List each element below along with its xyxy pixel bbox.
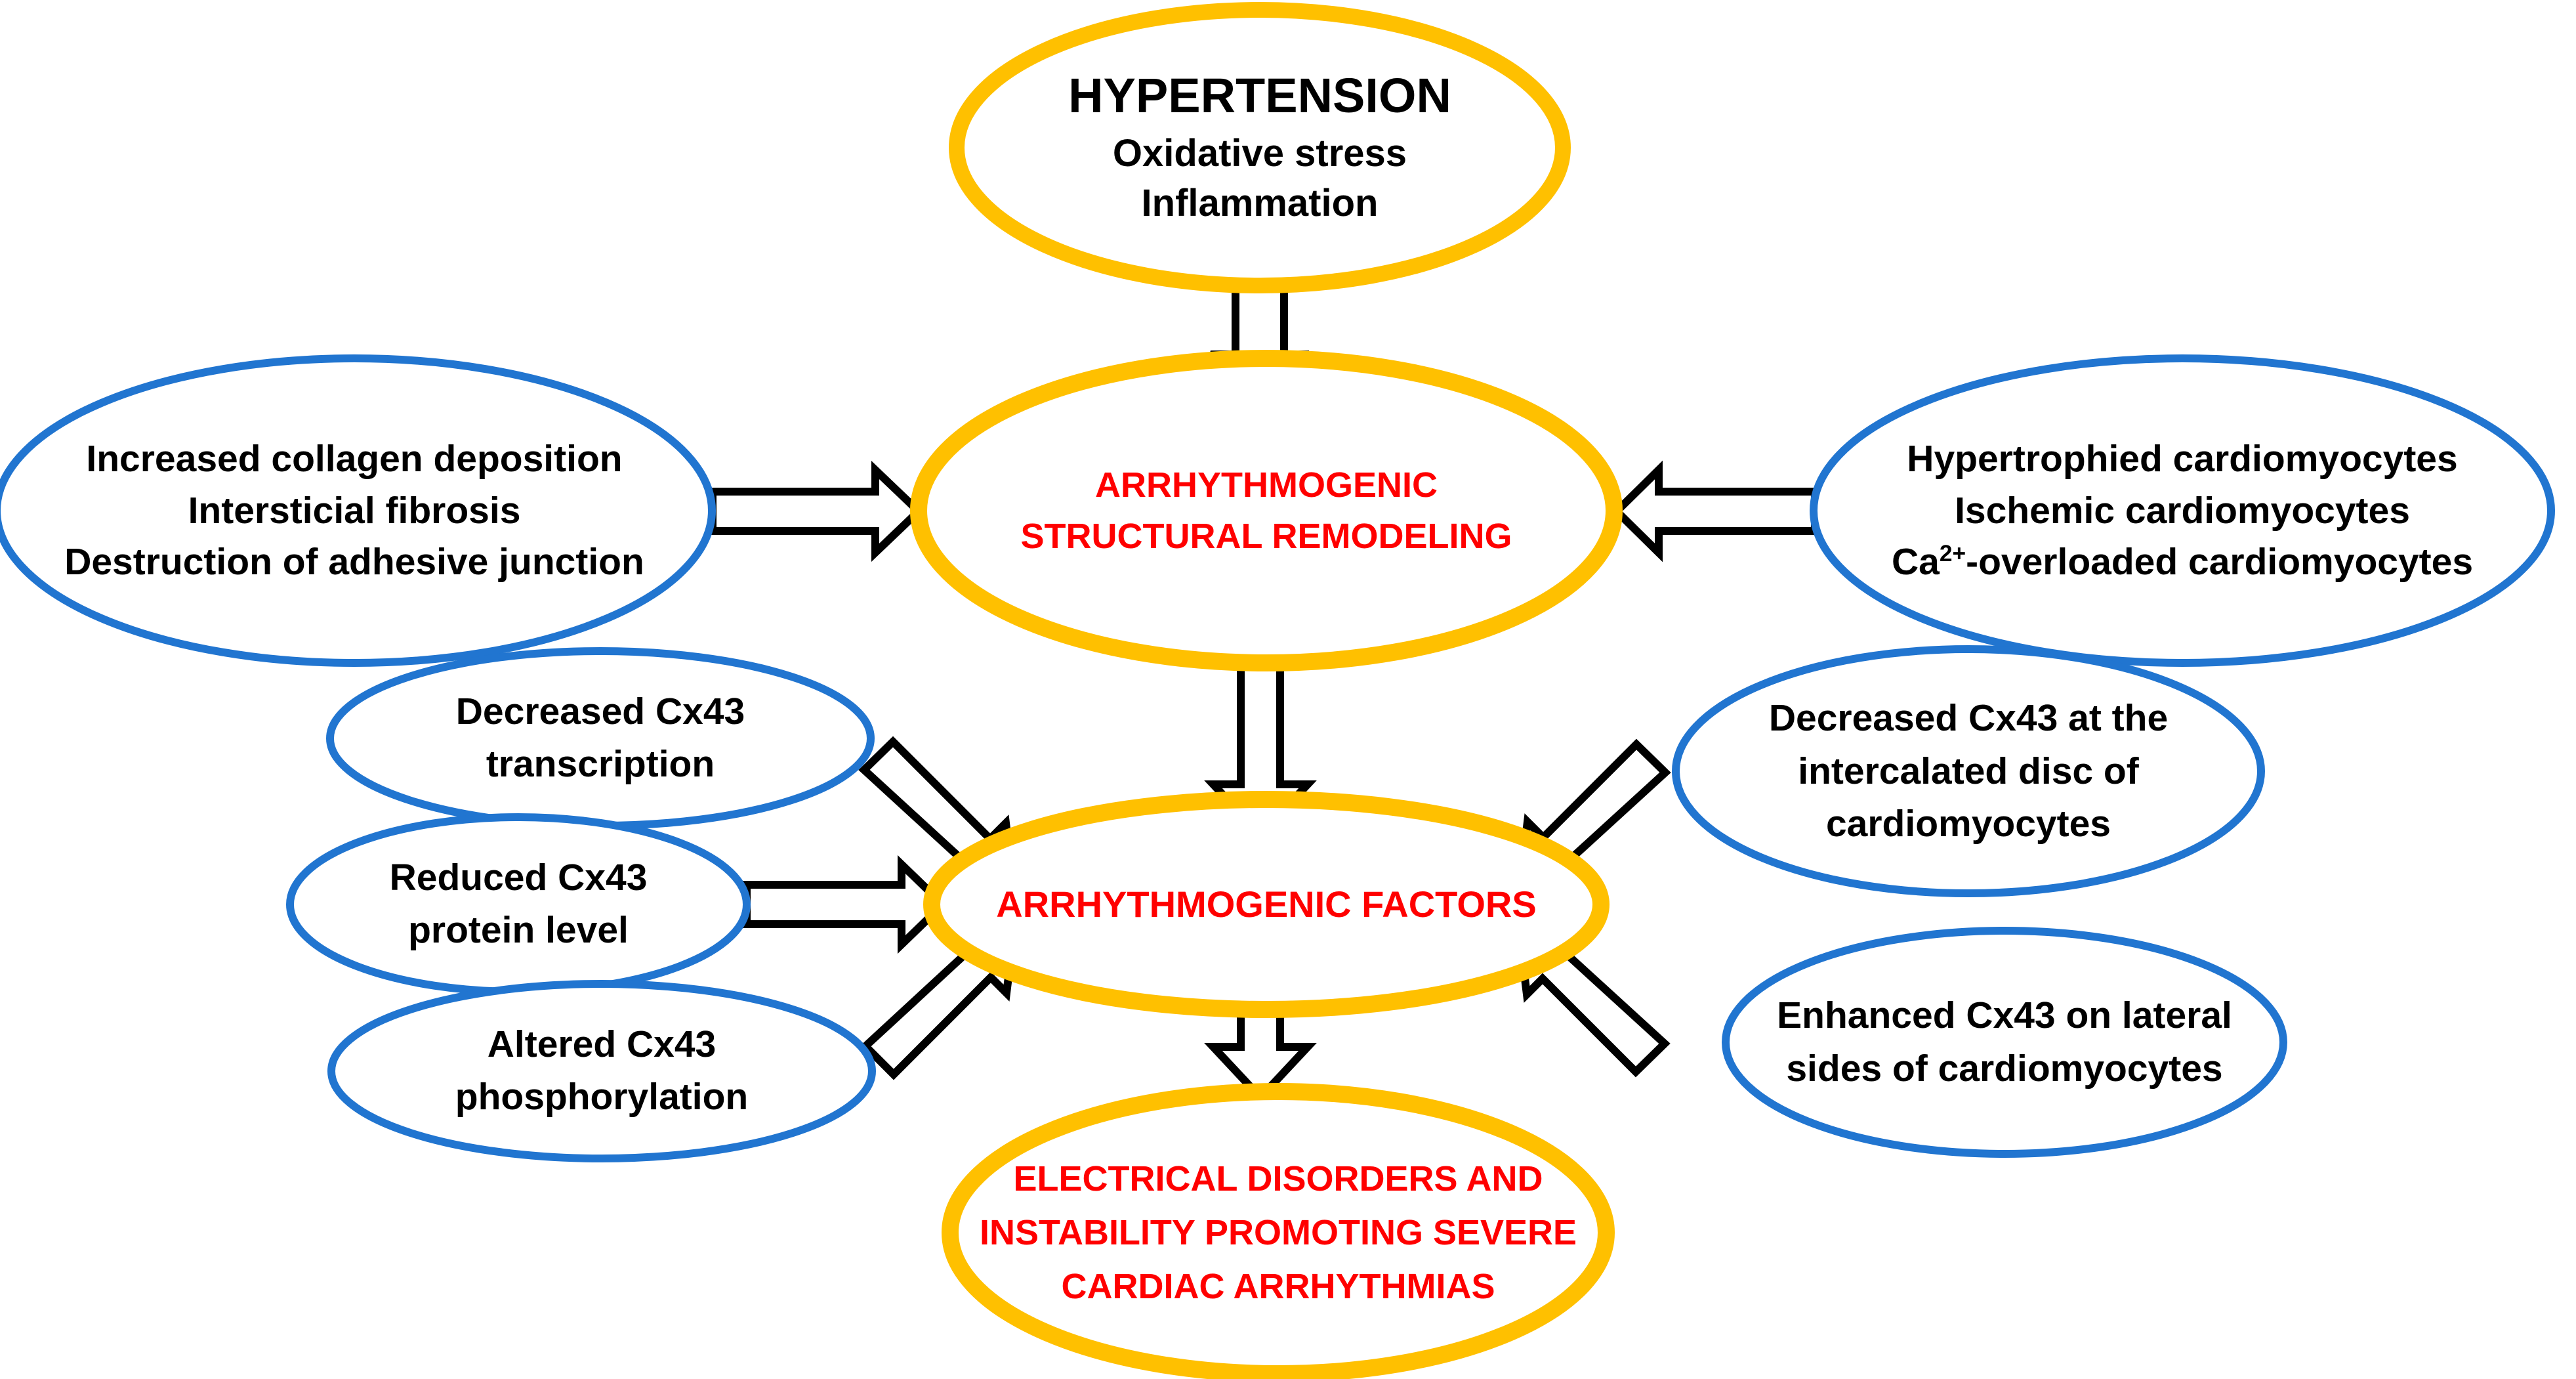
node-cx43-transcription[interactable] [326,647,875,830]
arrow-cx43-protein-to-factors [743,855,949,954]
node-arrhythmogenic-factors[interactable] [923,791,1610,1018]
node-cx43-lateral[interactable] [1722,927,2287,1158]
node-fibrosis[interactable] [0,354,716,667]
node-electrical-disorders[interactable] [942,1083,1615,1379]
arrow-cardiomyocytes-to-structural [1611,460,1819,562]
node-hypertension[interactable] [949,2,1571,293]
node-cardiomyocytes[interactable] [1810,354,2555,667]
arrow-fibrosis-to-structural [709,460,924,562]
node-structural-remodeling[interactable] [910,350,1623,671]
node-cx43-phosphorylation[interactable] [327,980,876,1162]
node-cx43-protein[interactable] [286,813,751,996]
node-cx43-intercalated[interactable] [1672,645,2265,897]
